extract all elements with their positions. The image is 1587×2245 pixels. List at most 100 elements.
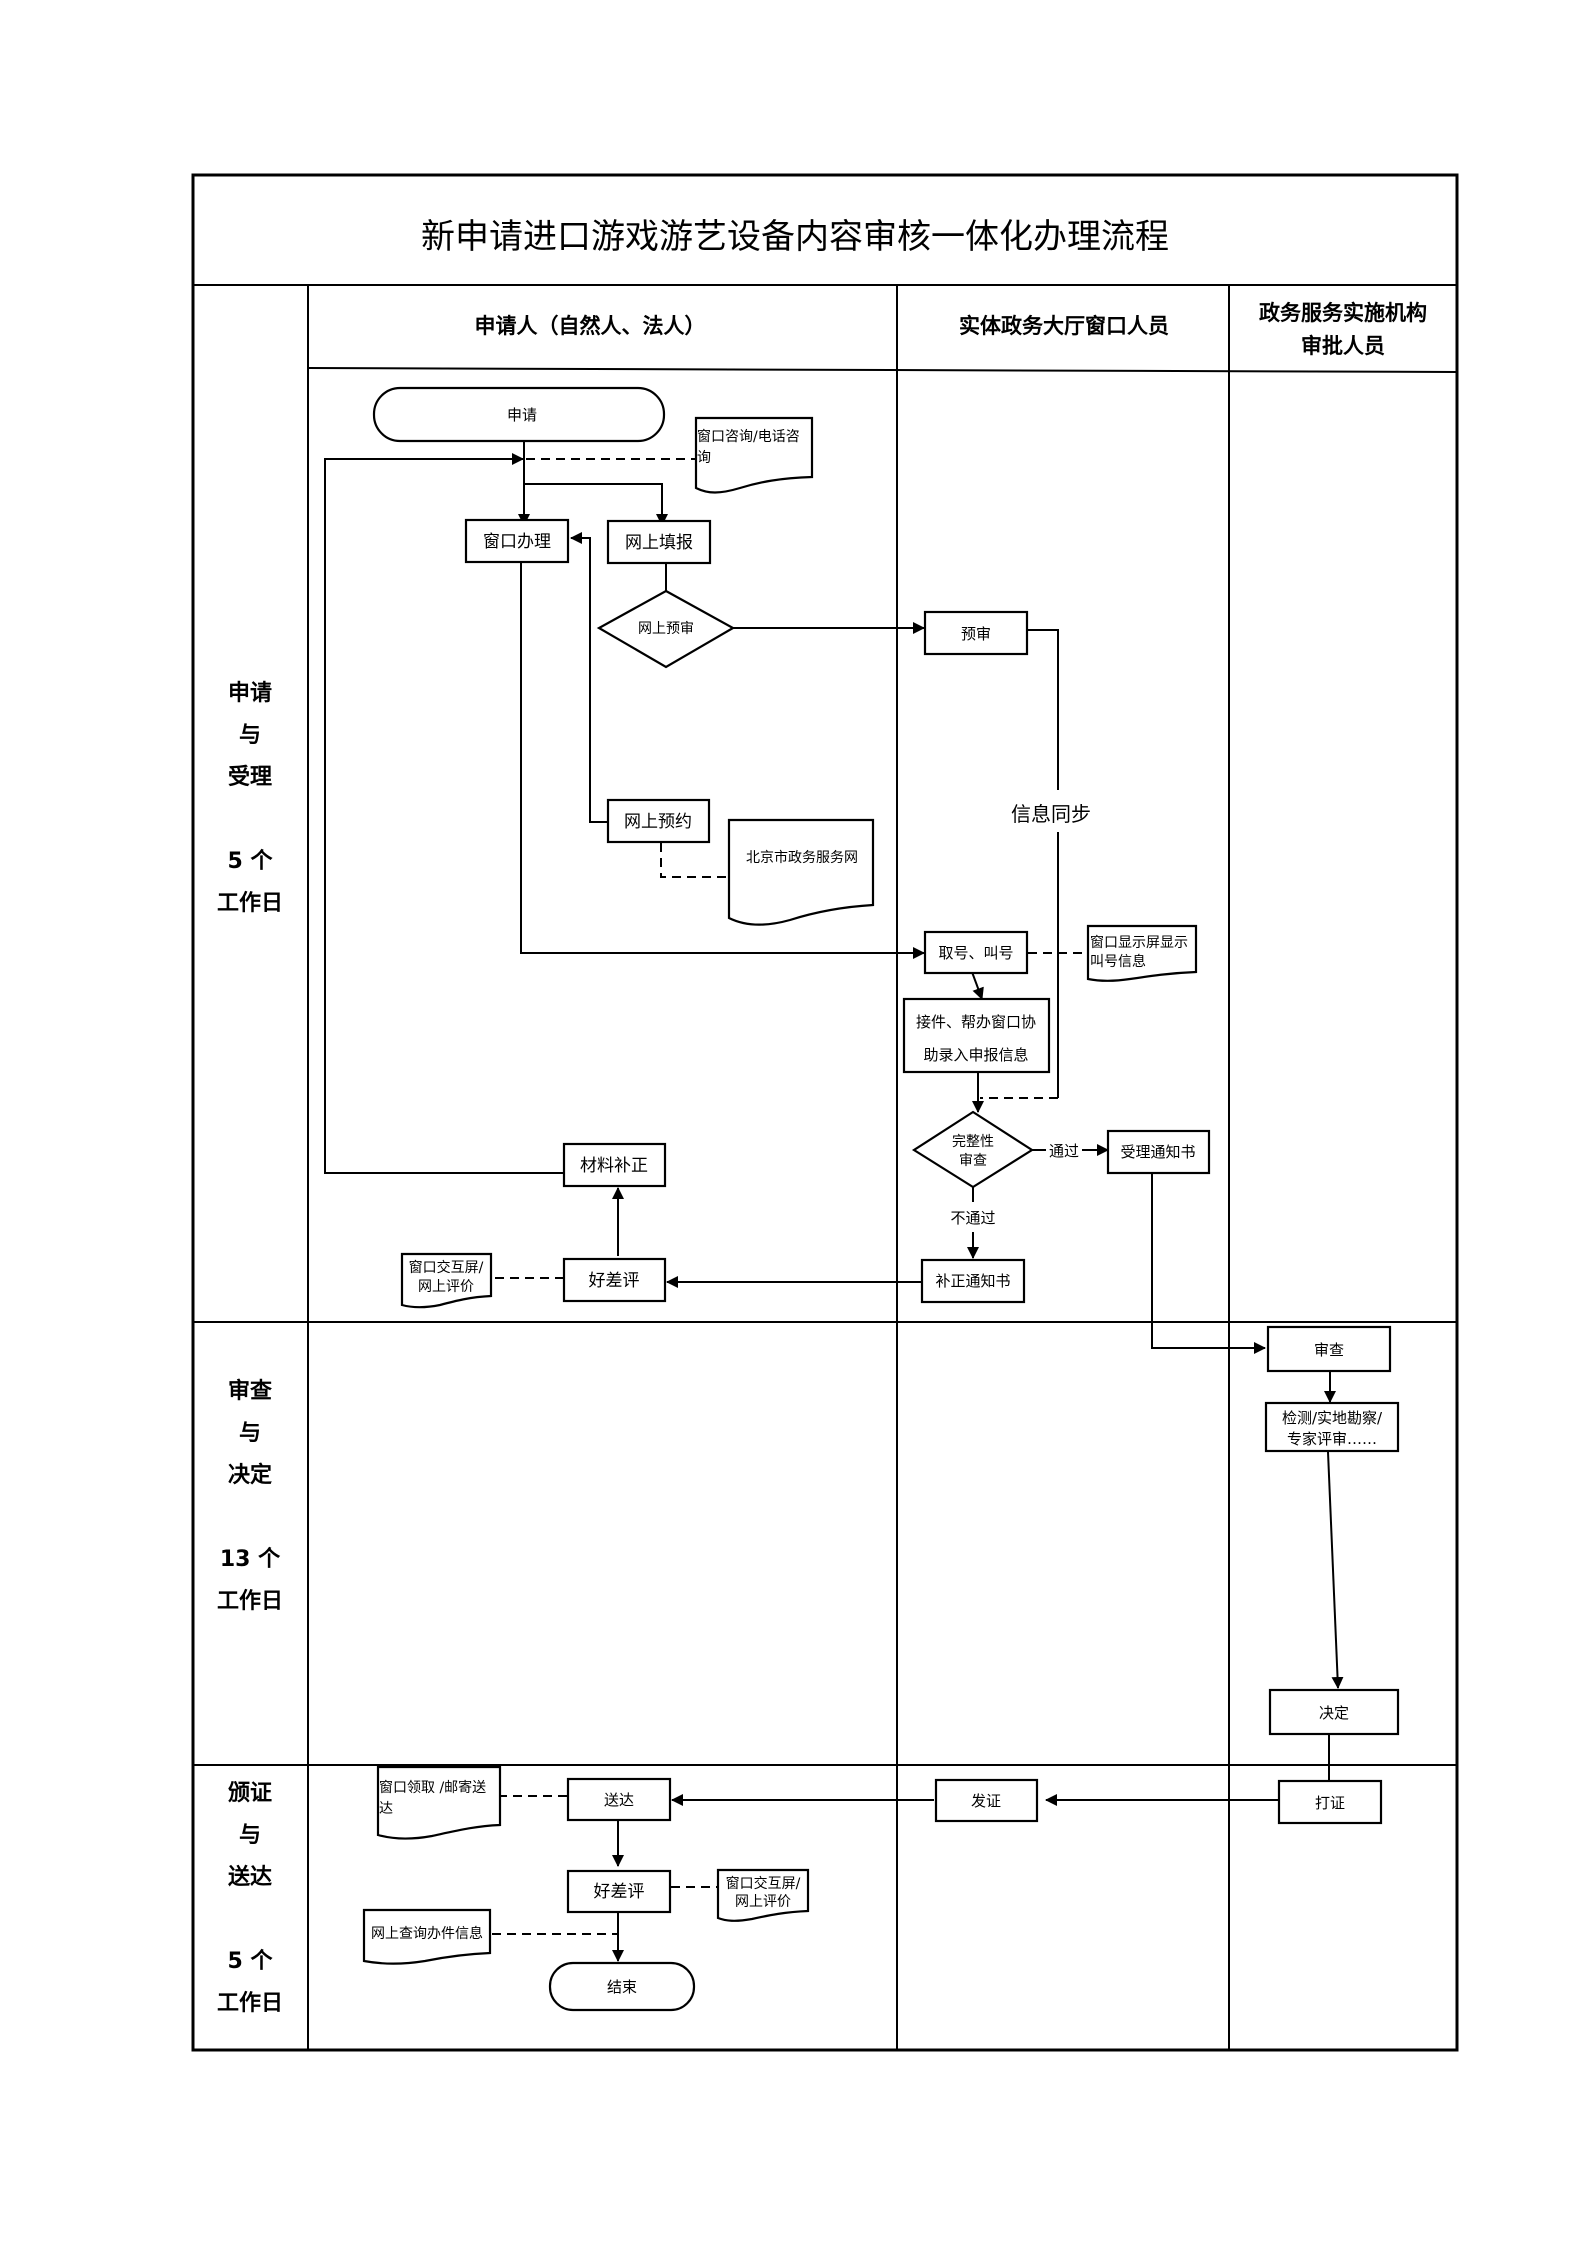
node-correction-notice[interactable]: 补正通知书: [920, 1258, 1026, 1304]
phase-name-line: 与: [239, 723, 261, 748]
node-online-reserve[interactable]: 网上预约: [606, 798, 711, 844]
phase-days: 13 个: [220, 1547, 281, 1572]
phase-label-review-decide: 审查 与 决定 13 个 工作日: [217, 1378, 283, 1614]
node-issue-cert-label: 发证: [971, 1792, 1001, 1810]
doc-query-label: 网上查询办件信息: [371, 1925, 483, 1942]
node-accept-notice[interactable]: 受理通知书: [1106, 1129, 1211, 1175]
doc-consult[interactable]: 窗口咨询/电话咨 询: [694, 416, 814, 494]
phase-name-line: 与: [239, 1823, 261, 1848]
doc-bj-portal[interactable]: 北京市政务服务网: [727, 818, 875, 926]
doc-rating-2[interactable]: 窗口交互屏/ 网上评价: [716, 1868, 810, 1922]
node-material-correction-label: 材料补正: [580, 1156, 648, 1176]
node-completeness-line1: 完整性: [952, 1134, 994, 1150]
doc-deliver[interactable]: 窗口领取 /邮寄送 达: [376, 1765, 502, 1840]
node-deliver[interactable]: 送达: [566, 1777, 672, 1822]
node-completeness-check[interactable]: 完整性 审查: [911, 1110, 1035, 1189]
phase-label-issue-deliver: 颁证 与 送达 5 个 工作日: [217, 1781, 283, 2016]
edge-correction-loop: [324, 453, 568, 1174]
doc-consult-line1: 窗口咨询/电话咨: [697, 428, 800, 445]
node-end-label: 结束: [607, 1978, 637, 1996]
node-accept-notice-label: 受理通知书: [1120, 1143, 1195, 1161]
node-deliver-label: 送达: [604, 1791, 634, 1809]
node-rating-1-label: 好差评: [589, 1271, 640, 1291]
phase-name-line: 审查: [228, 1378, 272, 1404]
outer-frame: [191, 173, 1459, 2052]
node-inspection-line2: 专家评审……: [1287, 1430, 1377, 1448]
phase-days-unit: 工作日: [217, 891, 283, 916]
node-online-fill[interactable]: 网上填报: [606, 519, 712, 565]
node-material-correction[interactable]: 材料补正: [562, 1142, 667, 1188]
node-take-number-label: 取号、叫号: [938, 944, 1013, 962]
node-print-cert-label: 打证: [1315, 1794, 1345, 1812]
node-end[interactable]: 结束: [548, 1961, 696, 2012]
doc-rating-1[interactable]: 窗口交互屏/ 网上评价: [400, 1252, 493, 1309]
edge-to-online-fill: [524, 483, 668, 526]
node-inspection[interactable]: 检测/实地勘察/ 专家评审……: [1264, 1401, 1400, 1453]
node-online-reserve-label: 网上预约: [624, 812, 692, 832]
node-window-handle-label: 窗口办理: [483, 532, 551, 552]
node-online-fill-label: 网上填报: [625, 533, 693, 553]
node-take-number[interactable]: 取号、叫号: [923, 930, 1029, 975]
doc-deliver-line2: 达: [379, 1801, 393, 1817]
phase-name-line: 送达: [228, 1864, 272, 1890]
lane-header-window-staff: 实体政务大厅窗口人员: [959, 314, 1169, 338]
node-issue-cert[interactable]: 发证: [934, 1778, 1039, 1823]
node-completeness-line2: 审查: [959, 1153, 987, 1169]
node-print-cert[interactable]: 打证: [1277, 1779, 1383, 1825]
node-rating-1[interactable]: 好差评: [562, 1257, 667, 1303]
edge-window-to-take-number: [520, 563, 925, 959]
phase-days-unit: 工作日: [217, 1589, 283, 1614]
node-receive-line2: 助录入申报信息: [923, 1046, 1028, 1064]
node-apply[interactable]: 申请: [372, 386, 666, 443]
info-sync-label: 信息同步: [1011, 802, 1091, 826]
phase-name-line: 与: [239, 1421, 261, 1446]
phase-name-line: 决定: [228, 1462, 272, 1488]
lane-header-approver-line1: 政务服务实施机构: [1259, 301, 1427, 325]
node-receive-line1: 接件、帮办窗口协: [916, 1013, 1036, 1031]
fail-label: 不通过: [950, 1209, 995, 1227]
doc-rating-2-line1: 窗口交互屏/: [726, 1875, 801, 1892]
doc-rating-2-line2: 网上评价: [735, 1894, 791, 1910]
node-receive[interactable]: 接件、帮办窗口协 助录入申报信息: [902, 997, 1051, 1074]
node-rating-2[interactable]: 好差评: [566, 1869, 672, 1914]
node-online-precheck-label: 网上预审: [638, 621, 694, 637]
edge-reserve-to-window: [570, 532, 608, 823]
doc-display-line2: 叫号信息: [1090, 953, 1146, 970]
phase-label-apply-accept: 申请 与 受理 5 个 工作日: [217, 680, 283, 916]
node-decision-label: 决定: [1319, 1704, 1349, 1722]
pass-label: 通过: [1049, 1142, 1079, 1160]
phase-name-line: 申请: [228, 680, 272, 706]
lane-header-applicant: 申请人（自然人、法人）: [475, 314, 706, 338]
phase-days-unit: 工作日: [217, 1991, 283, 2016]
edge-inspection-to-decision: [1327, 1451, 1344, 1689]
node-window-handle[interactable]: 窗口办理: [464, 518, 570, 564]
doc-deliver-line1: 窗口领取 /邮寄送: [379, 1779, 486, 1796]
doc-rating-1-line1: 窗口交互屏/: [409, 1259, 484, 1276]
phase-days: 5 个: [228, 849, 274, 874]
node-decision[interactable]: 决定: [1268, 1688, 1400, 1736]
edge-to-receive: [971, 971, 984, 1000]
doc-consult-line2: 询: [697, 450, 711, 466]
node-rating-2-label: 好差评: [594, 1882, 645, 1902]
node-precheck[interactable]: 预审: [923, 610, 1029, 656]
node-inspection-line1: 检测/实地勘察/: [1282, 1409, 1383, 1427]
doc-display-line1: 窗口显示屏显示: [1090, 934, 1188, 951]
doc-query[interactable]: 网上查询办件信息: [362, 1908, 492, 1965]
doc-display[interactable]: 窗口显示屏显示 叫号信息: [1086, 924, 1198, 982]
node-review[interactable]: 审查: [1266, 1325, 1392, 1373]
page-title: 新申请进口游戏游艺设备内容审核一体化办理流程: [421, 217, 1169, 257]
phase-name-line: 颁证: [228, 1781, 272, 1806]
node-precheck-label: 预审: [961, 625, 991, 643]
node-review-label: 审查: [1314, 1341, 1344, 1359]
doc-rating-1-line2: 网上评价: [418, 1279, 474, 1295]
node-apply-label: 申请: [507, 406, 537, 424]
doc-bj-portal-label: 北京市政务服务网: [746, 849, 858, 866]
node-online-precheck[interactable]: 网上预审: [596, 589, 736, 669]
node-correction-notice-label: 补正通知书: [935, 1272, 1010, 1290]
lane-header-approver-line2: 审批人员: [1301, 334, 1385, 358]
edge-accept-to-review: [1151, 1172, 1266, 1354]
phase-name-line: 受理: [228, 764, 272, 790]
header-divider: [307, 367, 1458, 373]
phase-days: 5 个: [228, 1949, 274, 1974]
